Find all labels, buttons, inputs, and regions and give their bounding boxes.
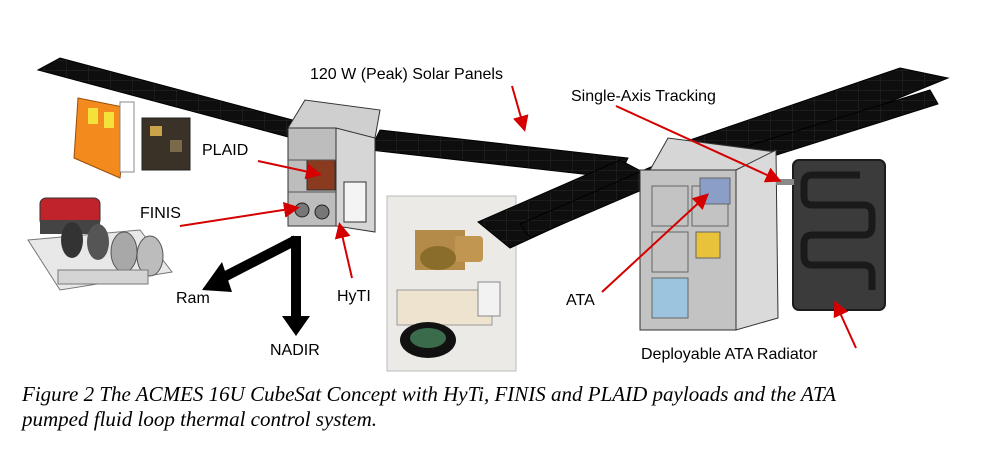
left-cubesat-bus [287,99,381,233]
figure-caption: Figure 2 The ACMES 16U CubeSat Concept w… [22,382,972,432]
deployable-radiator [776,159,886,311]
deployable-radiator-label: Deployable ATA Radiator [641,346,818,363]
hyti-label: HyTI [337,288,371,305]
left-solar-array [36,57,629,179]
solar-panels-label: 120 W (Peak) Solar Panels [310,66,503,83]
ram-arrow [202,235,299,292]
ram-label: Ram [176,290,210,307]
finis-label: FINIS [140,205,181,222]
caption-line-2: pumped fluid loop thermal control system… [22,407,378,431]
hyti-photo [386,195,517,372]
plaid-board-image [73,97,191,179]
finis-instrument-image [27,197,173,291]
nadir-arrow [282,236,310,336]
caption-line-1: Figure 2 The ACMES 16U CubeSat Concept w… [22,382,836,406]
right-cubesat-bus [639,137,779,331]
ata-label: ATA [566,292,595,309]
pointer-lines [179,85,857,349]
plaid-label: PLAID [202,142,249,159]
nadir-label: NADIR [270,342,320,359]
single-axis-tracking-label: Single-Axis Tracking [571,88,716,105]
